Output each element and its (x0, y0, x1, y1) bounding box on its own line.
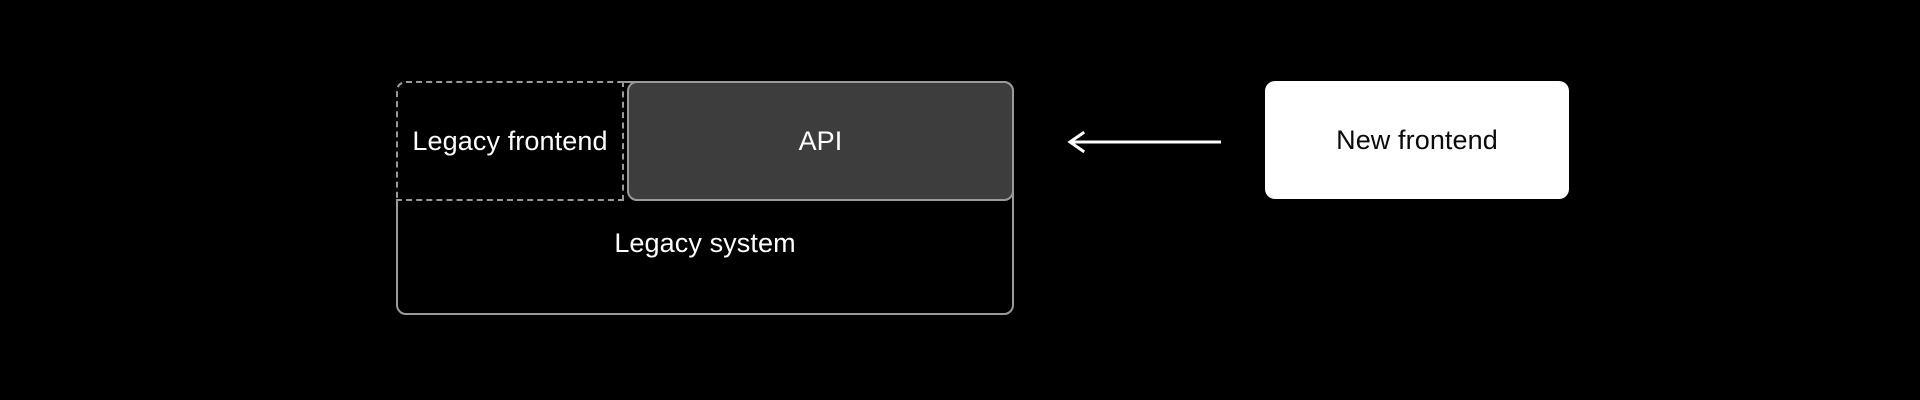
arrow-new-frontend-to-api (1067, 130, 1221, 154)
node-api-label: API (798, 126, 843, 156)
node-legacy-frontend[interactable]: Legacy frontend (396, 81, 624, 201)
node-legacy-system-label: Legacy system (614, 228, 796, 258)
node-new-frontend-label: New frontend (1336, 125, 1498, 155)
node-api[interactable]: API (627, 81, 1014, 201)
node-new-frontend[interactable]: New frontend (1265, 81, 1569, 199)
node-legacy-frontend-label: Legacy frontend (412, 125, 608, 156)
